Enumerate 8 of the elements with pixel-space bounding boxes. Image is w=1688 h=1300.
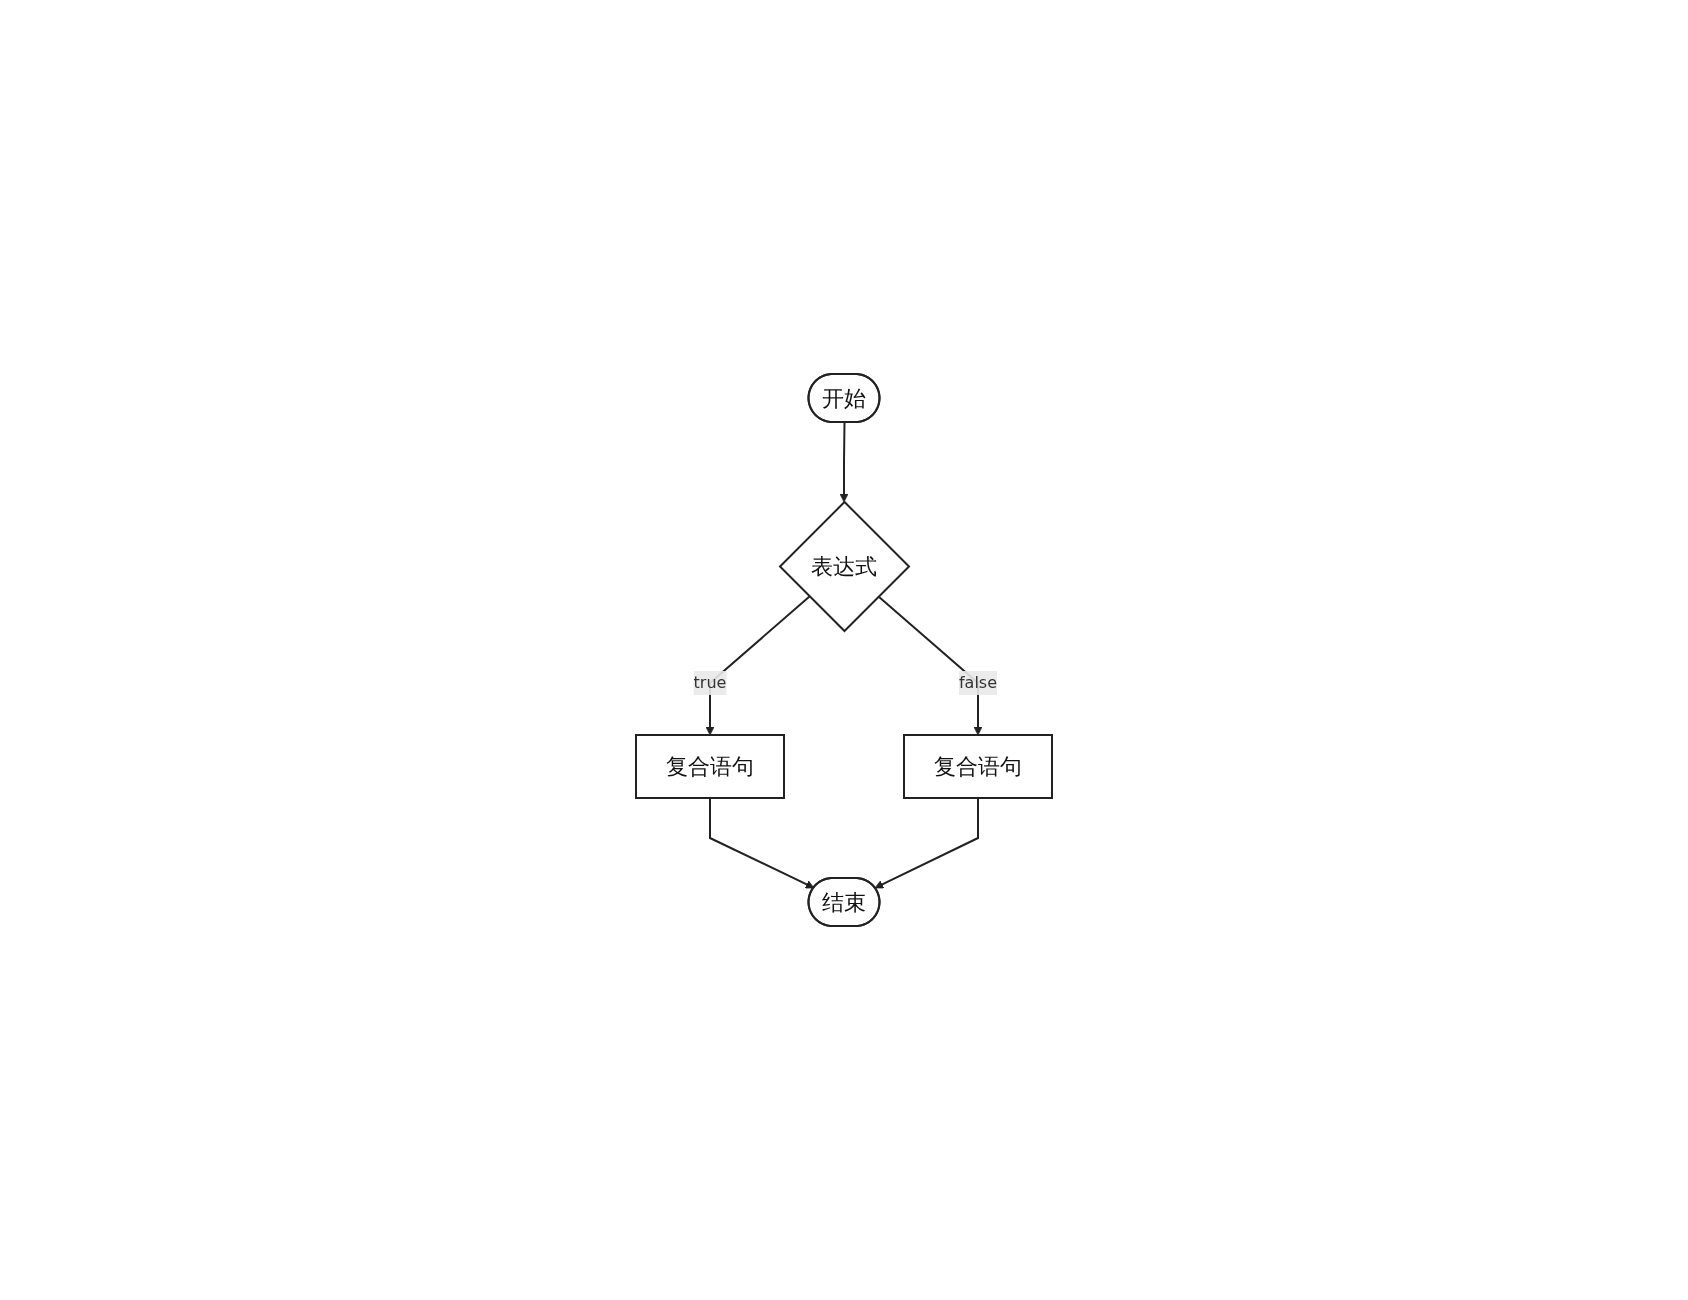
node-diamond: 表达式 xyxy=(778,500,911,633)
arrow xyxy=(839,421,849,503)
arrow xyxy=(709,797,815,889)
edge-label: false xyxy=(958,673,998,692)
node-box: 复合语句 xyxy=(903,734,1053,799)
edge-label: true xyxy=(693,673,727,692)
node-box: 复合语句 xyxy=(635,734,785,799)
arrow xyxy=(874,797,979,889)
